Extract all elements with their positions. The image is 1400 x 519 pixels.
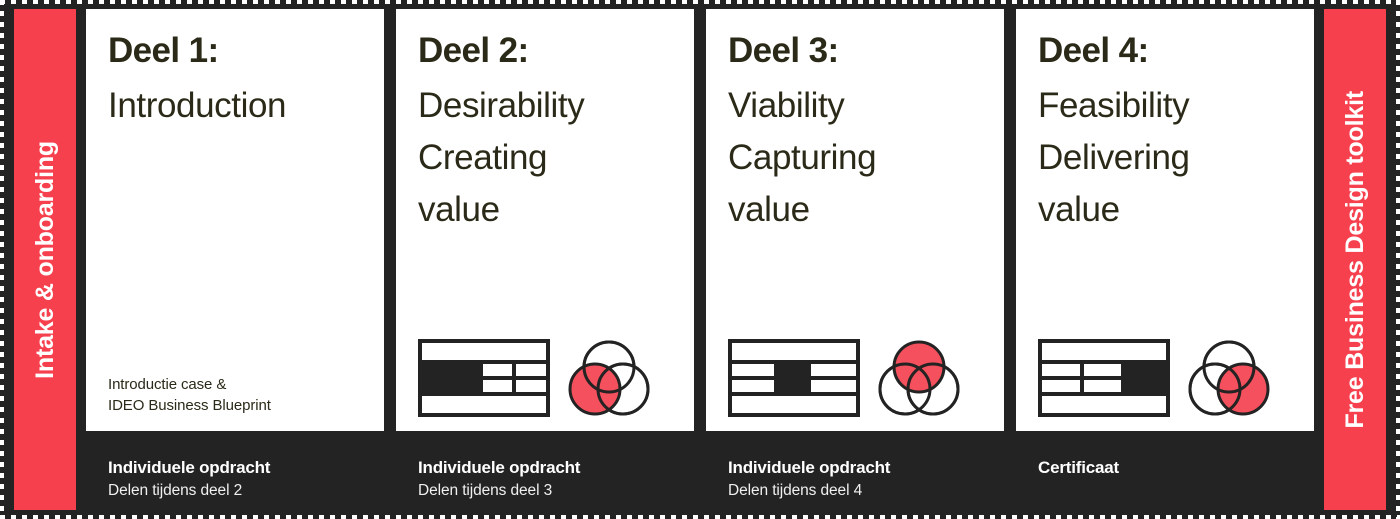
- panel-2-heading: Deel 2:: [418, 31, 529, 70]
- panel-3-spacer: [728, 235, 982, 335]
- panel-3-icon-row: [728, 335, 982, 417]
- panel-2-spacer: [418, 235, 672, 335]
- panel-2-subtitle-line-1: Desirability: [418, 86, 585, 125]
- caption-strip: Individuele opdracht Delen tijdens deel …: [86, 431, 1310, 510]
- panels-container: Deel 1: Introduction Introductie case & …: [86, 9, 1314, 510]
- panel-3-heading: Deel 3:: [728, 31, 839, 70]
- caption-deel-3: Individuele opdracht Delen tijdens deel …: [706, 431, 1004, 502]
- caption-deel-4: Certificaat: [1016, 431, 1314, 480]
- panel-1-note-line-2: IDEO Business Blueprint: [108, 397, 271, 415]
- panel-3-subtitle: Viability Capturing value: [728, 80, 982, 235]
- business-blueprint-grid-icon: [418, 339, 550, 417]
- panel-deel-1: Deel 1: Introduction Introductie case & …: [86, 9, 384, 431]
- panel-1-note-line-1: Introductie case &: [108, 375, 227, 393]
- caption-2-title: Individuele opdracht: [418, 458, 581, 477]
- panel-2-subtitle-line-2: Creating: [418, 137, 548, 177]
- venn-diagram-icon: [1188, 340, 1270, 416]
- panel-4-spacer: [1038, 235, 1292, 335]
- panel-4-heading: Deel 4:: [1038, 31, 1149, 70]
- caption-1-subtitle: Delen tijdens deel 2: [108, 481, 243, 499]
- venn-diagram-icon: [568, 340, 650, 416]
- business-blueprint-grid-icon: [728, 339, 860, 417]
- business-blueprint-grid-icon: [1038, 339, 1170, 417]
- panel-deel-3: Deel 3: Viability Capturing value: [706, 9, 1004, 431]
- crop-mark-bottom-edge: [0, 515, 1400, 519]
- left-rail-intake-onboarding: Intake & onboarding: [14, 9, 76, 510]
- panel-deel-2: Deel 2: Desirability Creating value: [396, 9, 694, 431]
- panel-2-icon-row: [418, 335, 672, 417]
- panel-1-spacer: [108, 132, 362, 374]
- panel-1-heading: Deel 1:: [108, 31, 219, 70]
- caption-2-subtitle: Delen tijdens deel 3: [418, 481, 553, 499]
- panel-1-note: Introductie case & IDEO Business Bluepri…: [108, 374, 362, 418]
- panel-1-subtitle: Introduction: [108, 80, 362, 132]
- panel-3-subtitle-line-1: Viability: [728, 86, 845, 125]
- caption-4-title: Certificaat: [1038, 458, 1119, 477]
- panel-4-subtitle-line-1: Feasibility: [1038, 86, 1190, 125]
- left-rail-label: Intake & onboarding: [30, 140, 59, 379]
- crop-mark-left-edge: [0, 0, 4, 519]
- panel-deel-4: Deel 4: Feasibility Delivering value: [1016, 9, 1314, 431]
- caption-deel-1: Individuele opdracht Delen tijdens deel …: [86, 431, 384, 502]
- caption-deel-2: Individuele opdracht Delen tijdens deel …: [396, 431, 694, 502]
- caption-3-subtitle: Delen tijdens deel 4: [728, 481, 863, 499]
- panel-4-subtitle: Feasibility Delivering value: [1038, 80, 1292, 235]
- crop-mark-top-edge: [0, 0, 1400, 4]
- right-rail-toolkit: Free Business Design toolkit: [1324, 9, 1386, 510]
- caption-3-title: Individuele opdracht: [728, 458, 891, 477]
- panel-4-subtitle-line-2: Delivering: [1038, 137, 1190, 177]
- right-rail-label: Free Business Design toolkit: [1340, 90, 1369, 429]
- crop-mark-right-edge: [1396, 0, 1400, 519]
- panel-4-subtitle-line-3: value: [1038, 189, 1120, 229]
- panel-4-icon-row: [1038, 335, 1292, 417]
- panel-3-subtitle-line-2: Capturing: [728, 137, 877, 177]
- panel-1-subtitle-line-1: Introduction: [108, 86, 287, 125]
- venn-diagram-icon: [878, 340, 960, 416]
- panel-2-subtitle-line-3: value: [418, 189, 500, 229]
- panel-2-subtitle: Desirability Creating value: [418, 80, 672, 235]
- caption-1-title: Individuele opdracht: [108, 458, 271, 477]
- panel-3-subtitle-line-3: value: [728, 189, 810, 229]
